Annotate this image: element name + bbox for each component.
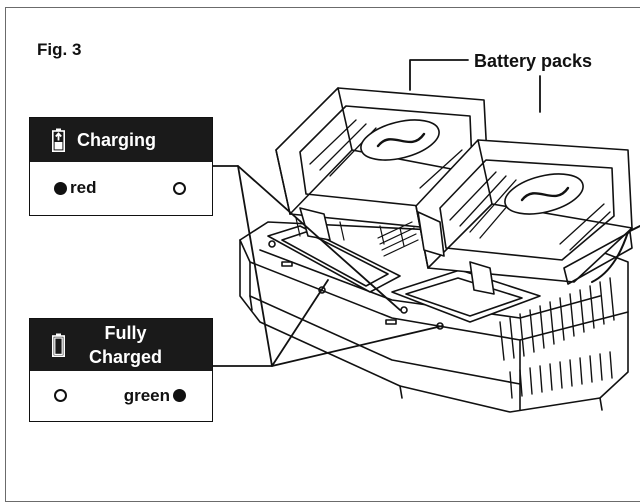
charged-indicator-row: green <box>30 371 212 420</box>
led-off-icon <box>173 181 186 195</box>
battery-pack-front <box>377 139 633 295</box>
battery-full-icon <box>52 333 65 357</box>
figure-frame <box>5 7 640 502</box>
charging-led-color: red <box>70 178 97 197</box>
led-filled-icon <box>54 181 67 195</box>
battery-charging-icon <box>52 128 65 152</box>
figure-label: Fig. 3 <box>37 40 82 59</box>
charged-legend-title-line1: Fully <box>104 323 147 343</box>
charged-legend-header: Fully Charged <box>30 319 212 371</box>
charging-legend-title: Charging <box>77 129 156 150</box>
charged-led-color: green <box>123 385 170 405</box>
battery-packs-leader <box>409 59 541 113</box>
battery-packs-label: Battery packs <box>472 51 595 72</box>
charging-indicator-row: red <box>30 162 212 214</box>
led-filled-icon <box>173 389 186 402</box>
charged-legend: Fully Charged green <box>29 318 213 422</box>
charging-legend: Charging red <box>29 117 213 216</box>
charged-legend-title-line2: Charged <box>89 347 163 367</box>
charging-led-on: red <box>54 178 96 198</box>
charging-legend-header: Charging <box>30 118 212 162</box>
indicator-leaders <box>211 165 443 367</box>
charged-led-on: green <box>124 386 186 406</box>
led-off-icon <box>54 389 67 402</box>
